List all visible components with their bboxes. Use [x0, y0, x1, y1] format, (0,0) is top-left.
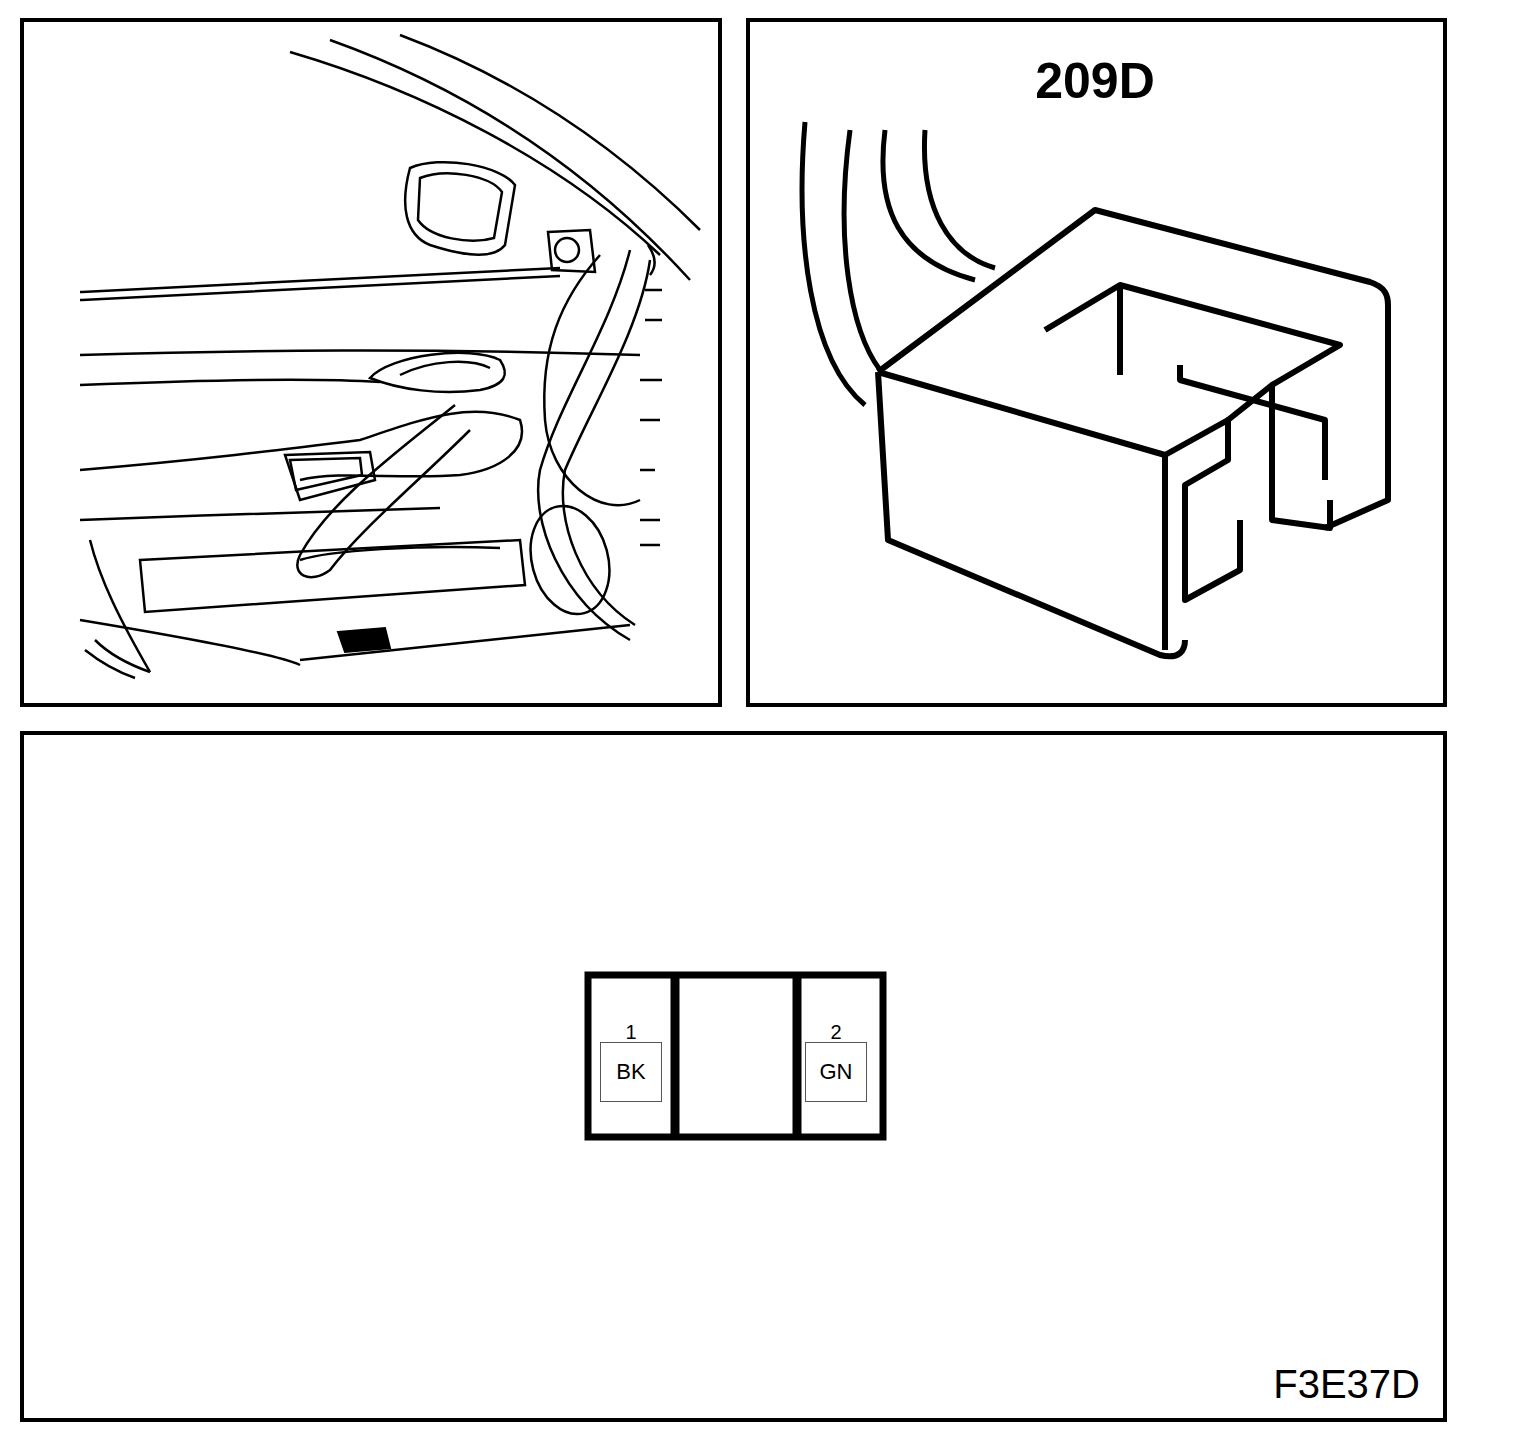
wire-color: BK: [600, 1042, 662, 1102]
figure-code: F3E37D: [1273, 1362, 1420, 1407]
connector-id: 209D: [1035, 52, 1155, 110]
pin-number: 1: [619, 1022, 642, 1043]
connector-drawing: [802, 122, 1388, 656]
wire-color: GN: [805, 1042, 867, 1102]
connector-face: [588, 975, 883, 1137]
panel: [22, 20, 720, 705]
door-illustration: [80, 35, 700, 678]
pin-number: 2: [824, 1022, 847, 1043]
pin-cavity: 2GN: [805, 1022, 867, 1102]
pin-cavity: 1BK: [600, 1022, 662, 1102]
panel: [748, 20, 1445, 705]
panel: [22, 733, 1445, 1420]
connector-location: [338, 628, 390, 652]
